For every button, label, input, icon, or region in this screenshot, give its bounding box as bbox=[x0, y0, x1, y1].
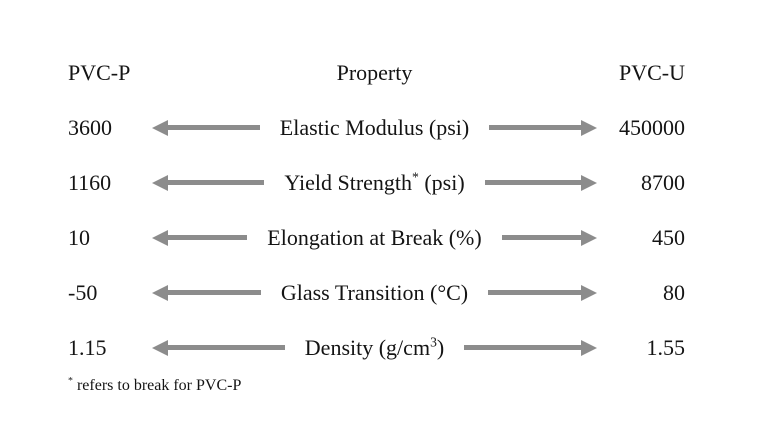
left-arrow-icon bbox=[152, 284, 261, 301]
pvc-p-value: 3600 bbox=[68, 114, 112, 140]
right-arrowhead bbox=[581, 174, 598, 191]
property-superscript: 3 bbox=[430, 334, 437, 350]
right-arrow-icon bbox=[464, 339, 597, 356]
table-row-elastic-modulus: 3600 Elastic Modulus (psi) 450000 bbox=[68, 100, 685, 155]
table-row-glass-transition: -50 Glass Transition (°C) 80 bbox=[68, 265, 685, 320]
property-label: Elongation at Break (%) bbox=[261, 225, 487, 251]
property-text: Elongation at Break (%) bbox=[267, 224, 482, 250]
right-arrow-icon bbox=[501, 229, 597, 246]
left-arrowhead bbox=[152, 229, 168, 246]
right-arrow-icon bbox=[488, 284, 597, 301]
left-arrow-icon bbox=[152, 229, 248, 246]
pvc-u-value: 8700 bbox=[641, 169, 686, 195]
right-arrowhead bbox=[581, 339, 597, 356]
property-text: Yield Strength bbox=[284, 169, 413, 195]
pvc-u-value: 450 bbox=[652, 224, 685, 250]
arrow-shaft bbox=[168, 290, 261, 295]
left-arrowhead bbox=[152, 284, 168, 301]
table-row-elongation: 10 Elongation at Break (%) 450 bbox=[68, 210, 685, 265]
property-label: Glass Transition (°C) bbox=[275, 280, 474, 306]
left-arrow-icon bbox=[152, 119, 260, 136]
property-text-suffix: (psi) bbox=[418, 169, 465, 195]
property-label: Yield Strength* (psi) bbox=[278, 170, 470, 196]
property-text-suffix: ) bbox=[436, 334, 445, 360]
property-text: Density (g/cm bbox=[304, 334, 431, 360]
arrow-shaft bbox=[501, 235, 581, 240]
arrow-shaft bbox=[489, 125, 581, 130]
left-arrow-icon bbox=[152, 174, 265, 191]
arrow-shaft bbox=[168, 180, 265, 185]
arrow-shaft bbox=[488, 290, 581, 295]
pvc-p-value: 1.15 bbox=[68, 334, 107, 360]
left-arrowhead bbox=[152, 339, 168, 356]
property-label: Density (g/cm3) bbox=[299, 335, 450, 361]
pvc-p-value: 10 bbox=[68, 224, 90, 250]
left-arrowhead bbox=[152, 174, 168, 191]
footnote-text: refers to break for PVC-P bbox=[72, 377, 242, 394]
column-header-pvc-u: PVC-U bbox=[618, 59, 685, 85]
pvc-u-value: 80 bbox=[663, 279, 685, 305]
table-row-yield-strength: 1160 Yield Strength* (psi) 8700 bbox=[68, 155, 685, 210]
column-header-property: Property bbox=[336, 59, 413, 85]
property-label: Elastic Modulus (psi) bbox=[274, 115, 475, 141]
pvc-p-value: -50 bbox=[68, 279, 98, 305]
left-arrow-icon bbox=[152, 339, 285, 356]
property-text: Elastic Modulus (psi) bbox=[279, 114, 470, 140]
footnote-asterisk: * bbox=[68, 375, 73, 387]
arrow-shaft bbox=[484, 180, 582, 185]
right-arrow-icon bbox=[489, 119, 597, 136]
arrow-shaft bbox=[168, 125, 260, 130]
pvc-u-value: 450000 bbox=[619, 114, 685, 140]
right-arrowhead bbox=[581, 229, 597, 246]
pvc-u-value: 1.55 bbox=[646, 334, 686, 360]
pvc-p-value: 1160 bbox=[68, 169, 112, 195]
header-row: PVC-P Property PVC-U bbox=[68, 45, 685, 100]
footnote: * refers to break for PVC-P bbox=[68, 375, 685, 395]
column-header-pvc-p: PVC-P bbox=[68, 59, 131, 85]
property-text: Glass Transition (°C) bbox=[280, 279, 469, 305]
arrow-shaft bbox=[168, 345, 285, 350]
table-row-density: 1.15 Density (g/cm3) 1.55 bbox=[68, 320, 685, 375]
right-arrowhead bbox=[581, 284, 597, 301]
left-arrowhead bbox=[152, 119, 168, 136]
right-arrowhead bbox=[581, 119, 597, 136]
right-arrow-icon bbox=[484, 174, 598, 191]
arrow-shaft bbox=[168, 235, 248, 240]
arrow-shaft bbox=[464, 345, 581, 350]
property-superscript: * bbox=[412, 169, 419, 185]
